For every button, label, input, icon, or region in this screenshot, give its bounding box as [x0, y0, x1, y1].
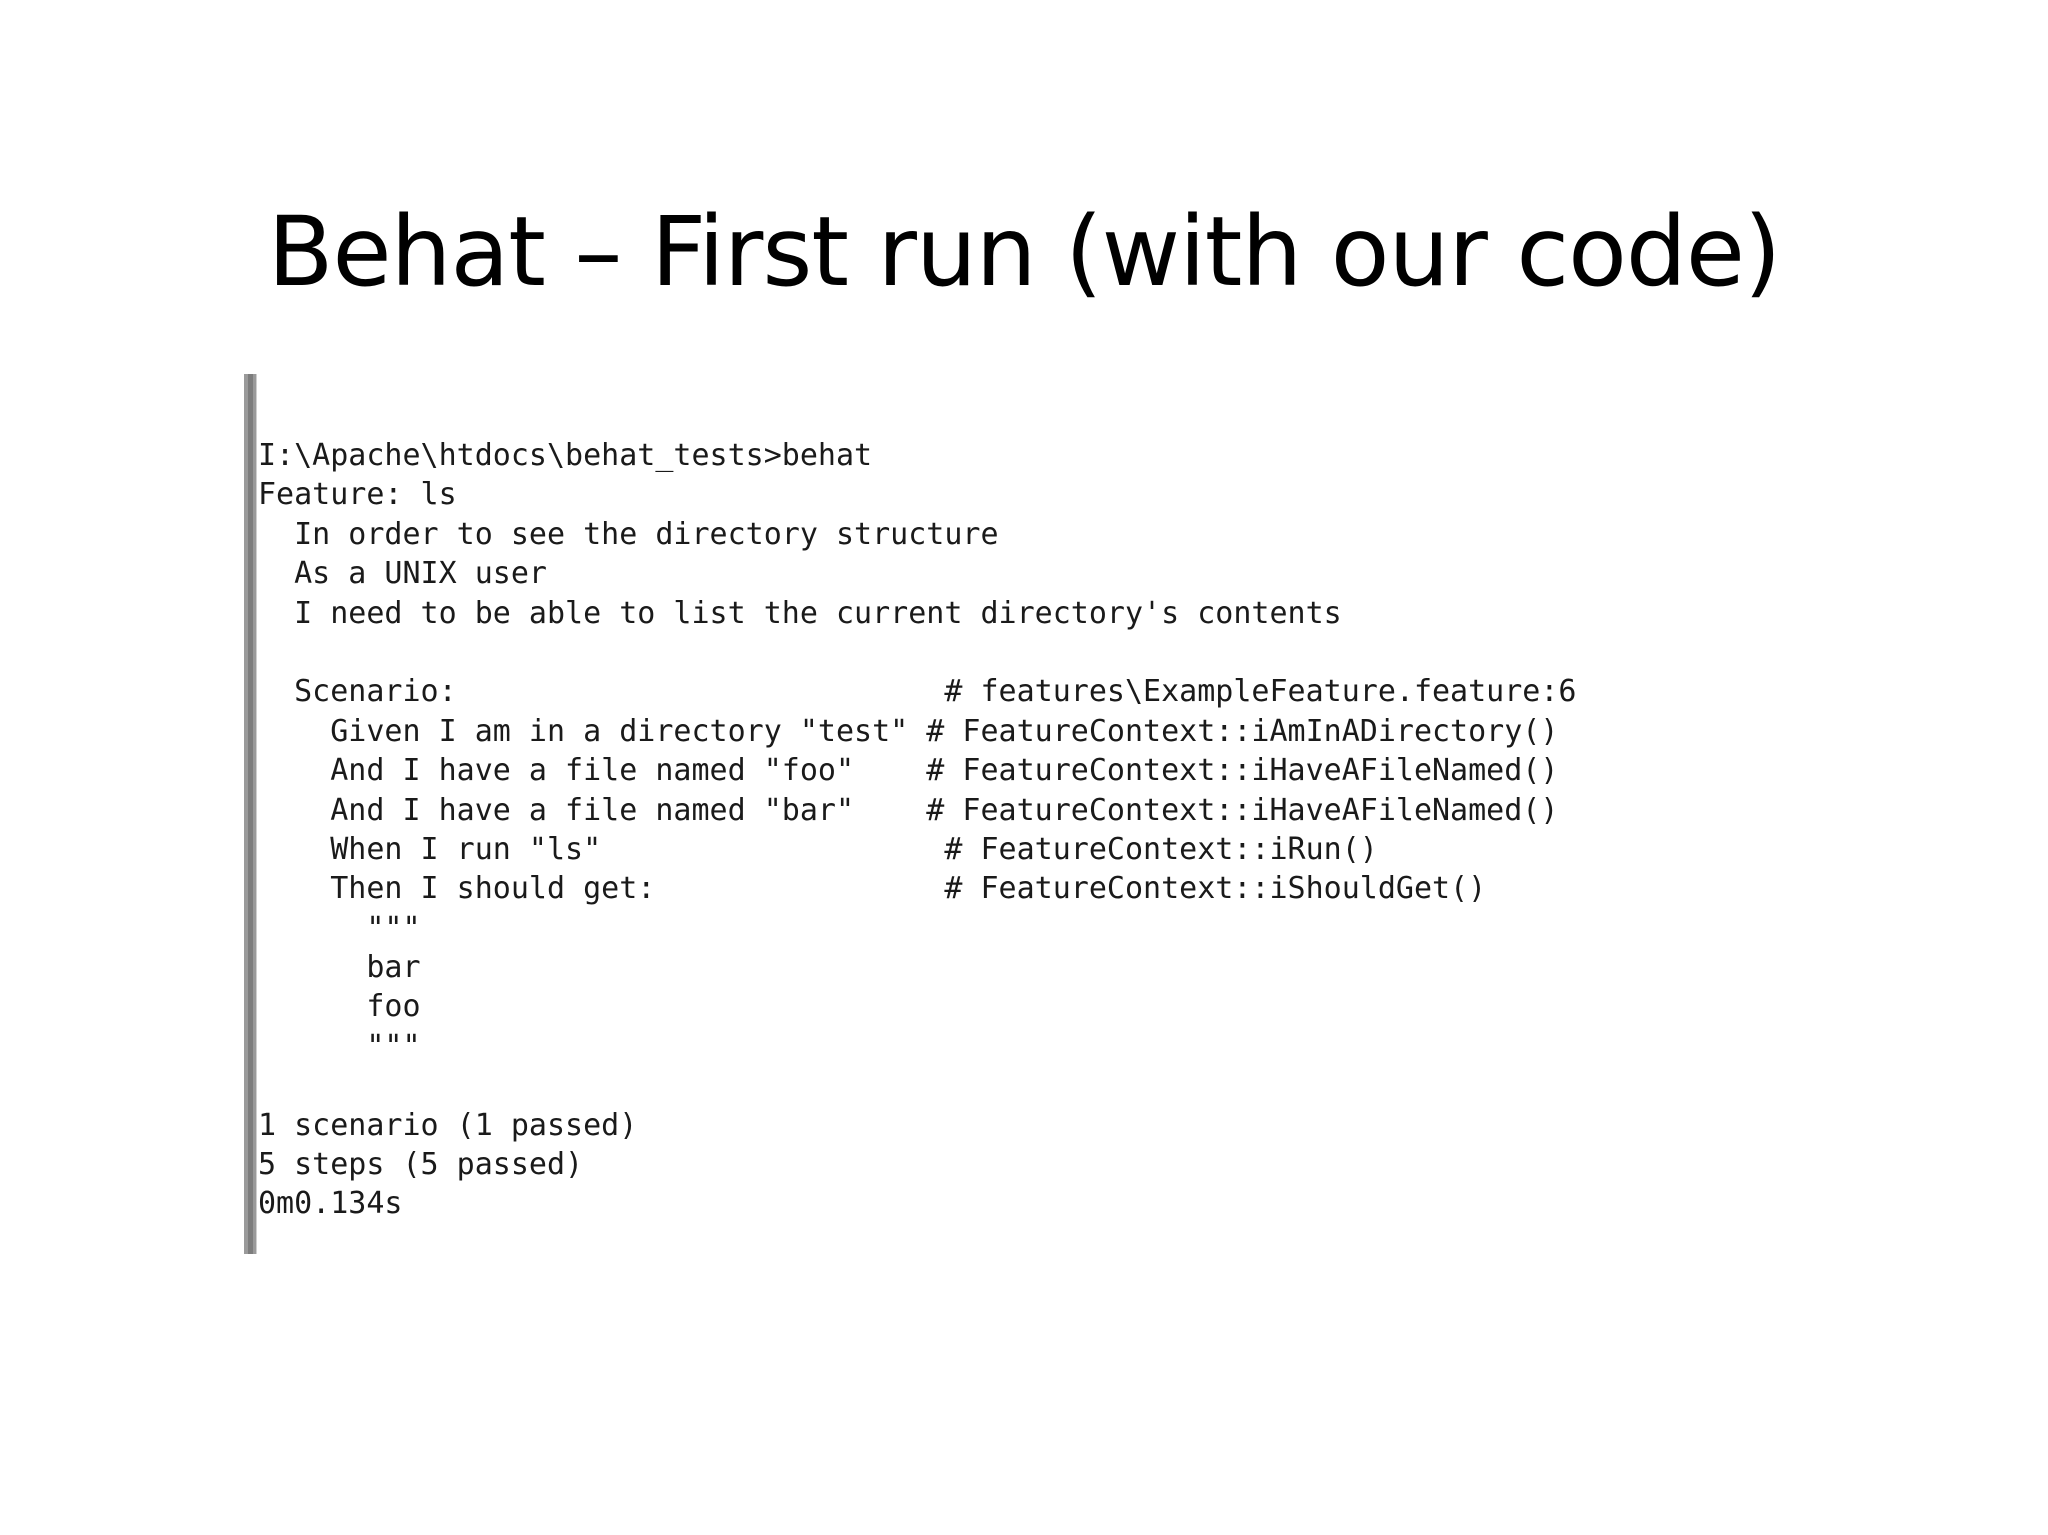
console-line: """ [258, 910, 421, 946]
console-line: I need to be able to list the current di… [258, 595, 1342, 631]
console-line: Then I should get: # FeatureContext::iSh… [258, 871, 1487, 907]
console-line: When I run "ls" # FeatureContext::iRun() [258, 831, 1378, 867]
console-line: And I have a file named "foo" # FeatureC… [258, 753, 1559, 789]
console-line [258, 1066, 1577, 1105]
console-line: 1 scenario (1 passed) [258, 1107, 638, 1143]
console-line: I:\Apache\htdocs\behat_tests>behat [258, 438, 873, 473]
slide-title: Behat – First run (with our code) [267, 196, 1782, 309]
console-line: In order to see the directory structure [258, 516, 999, 552]
console-line: Scenario: # features\ExampleFeature.feat… [258, 674, 1577, 710]
console-scrollbar-edge [248, 374, 253, 1254]
console-line: 0m0.134s [258, 1186, 403, 1222]
console-line: Given I am in a directory "test" # Featu… [258, 713, 1559, 749]
console-window-border [244, 374, 257, 1254]
console-line: """ [258, 1028, 421, 1064]
console-line: As a UNIX user [258, 556, 547, 592]
console-line: And I have a file named "bar" # FeatureC… [258, 792, 1559, 828]
console-line: bar [258, 950, 421, 986]
console-line: 5 steps (5 passed) [258, 1147, 584, 1183]
console-line: foo [258, 989, 421, 1025]
console-line: Feature: ls [258, 477, 457, 513]
console-line [258, 633, 1577, 672]
